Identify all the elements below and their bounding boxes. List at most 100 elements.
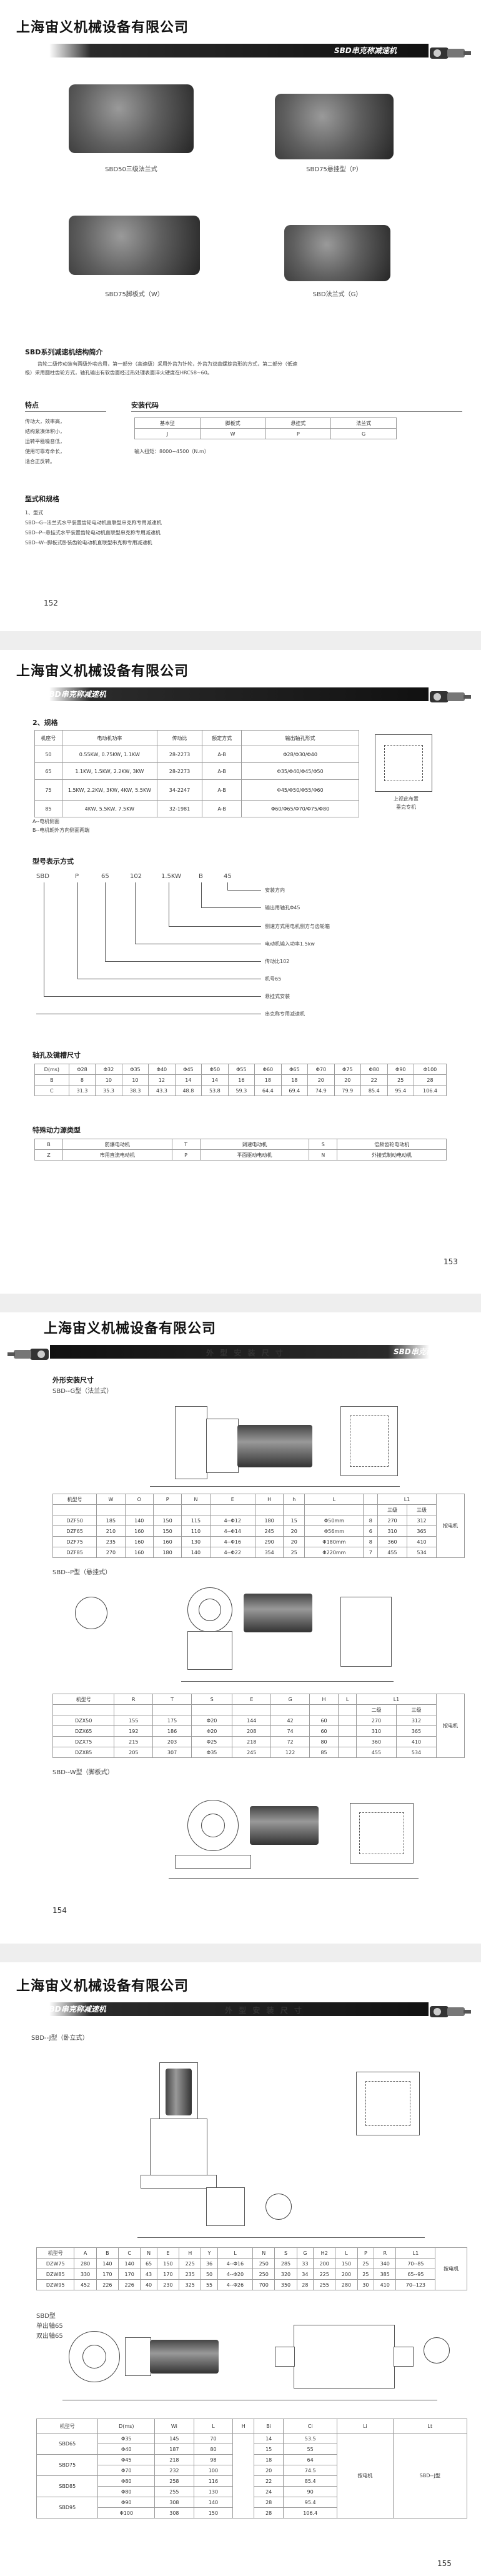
table-cell: S: [309, 1139, 338, 1150]
table-cell: 70: [193, 2433, 234, 2444]
table-cell: 365: [395, 1725, 437, 1737]
motor-drawing: [166, 2069, 192, 2115]
features-text: 适合正反转。: [25, 459, 55, 464]
table-cell: 385: [374, 2269, 397, 2280]
w-label: SBD--W型（脚板式）: [52, 1769, 114, 1776]
table-cell: 98: [193, 2454, 234, 2465]
reducer-photo-sbd50: [69, 84, 194, 153]
table-cell: Φ100: [97, 2507, 156, 2519]
series-title: SBD串克称减速机: [44, 2005, 106, 2014]
table-cell: 0.55KW, 0.75KW, 1.1KW: [61, 746, 157, 763]
table-cell: 150: [193, 2507, 234, 2519]
photo-caption: SBD法兰式（G）: [312, 291, 362, 298]
table-cell: T: [171, 1139, 201, 1150]
table-cell: E: [156, 2247, 180, 2259]
table-cell: 25: [357, 2269, 375, 2280]
table-cell: 280: [335, 2279, 358, 2290]
reducer-logo-icon: [429, 2001, 474, 2021]
table-cell: 340: [374, 2258, 397, 2269]
table-cell: SBD75: [36, 2454, 99, 2476]
table-cell: N: [181, 1494, 211, 1505]
table-cell: 187: [154, 2444, 194, 2455]
table-cell: 33: [296, 2258, 314, 2269]
table-cell: L: [304, 1494, 364, 1505]
table-cell: 226: [118, 2279, 141, 2290]
table-cell: SBD65: [36, 2433, 99, 2455]
table-cell: 170: [118, 2269, 141, 2280]
table-cell: 74.5: [283, 2465, 338, 2476]
table-cell: 30: [357, 2279, 375, 2290]
table-cell: W: [199, 428, 266, 439]
table-cell: 185: [96, 1515, 126, 1526]
table-cell: [363, 1504, 379, 1515]
table-cell: 455: [356, 1747, 397, 1758]
motor-drawing: [244, 1594, 312, 1632]
table-cell: 65: [140, 2258, 157, 2269]
torque-note: 输入扭矩：8000~4500（N.m）: [134, 449, 209, 454]
table-cell: 法兰式: [330, 417, 397, 429]
motor-drawing: [237, 1425, 312, 1467]
table-cell: 4--Φ16: [209, 1536, 255, 1547]
table-cell: DZW85: [36, 2269, 75, 2280]
code-part: B: [199, 873, 203, 880]
table-cell: P: [357, 2247, 375, 2259]
table-cell: 116: [193, 2475, 234, 2487]
table-cell: 160: [152, 1536, 182, 1547]
table-cell: 208: [232, 1725, 272, 1737]
table-cell: 210: [96, 1525, 126, 1537]
table-cell: Φ220mm: [304, 1547, 364, 1558]
table-cell: [270, 1704, 310, 1715]
table-cell: 365: [407, 1525, 437, 1537]
table-cell: H: [232, 2419, 255, 2434]
table-cell: Φ90: [97, 2497, 156, 2508]
table-cell: 145: [154, 2433, 194, 2444]
note-a: A--电机侧面: [32, 819, 60, 824]
table-cell: 230: [156, 2279, 180, 2290]
table-cell: 42: [270, 1715, 310, 1726]
table-cell: G: [296, 2247, 314, 2259]
table-cell: 72: [270, 1736, 310, 1747]
table-cell: Φ20: [191, 1715, 233, 1726]
table-cell: L1: [356, 1694, 437, 1705]
table-cell: DZX65: [52, 1725, 115, 1737]
table-cell: [363, 1494, 379, 1505]
table-cell: 354: [254, 1547, 284, 1558]
table-cell: T: [152, 1694, 192, 1705]
table-cell: 4--Φ16: [217, 2258, 254, 2269]
table-cell: L: [335, 2247, 358, 2259]
install-heading: 安装代码: [131, 401, 159, 409]
table-cell: [191, 1704, 233, 1715]
table-cell: SBD95: [36, 2497, 99, 2519]
table-cell: Φ70: [97, 2465, 156, 2476]
company-name: 上海宙义机械设备有限公司: [16, 664, 189, 679]
table-cell: 4--Φ26: [217, 2279, 254, 2290]
table-cell: 360: [377, 1536, 407, 1547]
table-cell: 14: [201, 1074, 229, 1086]
table-cell: 10: [95, 1074, 122, 1086]
double-label: SBD型: [36, 2313, 56, 2320]
table-cell: 203: [152, 1736, 192, 1747]
table-cell: N: [252, 2247, 275, 2259]
table-cell: 140: [181, 1547, 211, 1558]
table-cell: B: [34, 1074, 69, 1086]
table-cell: 235: [179, 2269, 202, 2280]
table-cell: 1.1KW, 1.5KW, 2.2KW, 3KW: [61, 762, 157, 780]
table-cell: [338, 1747, 357, 1758]
table-cell: 6: [363, 1525, 379, 1537]
table-cell: 18: [254, 1074, 282, 1086]
table-cell: 机型号: [52, 1494, 97, 1505]
table-cell: 226: [96, 2279, 119, 2290]
table-cell: Φ90: [387, 1064, 415, 1075]
table-cell: 28: [254, 2507, 284, 2519]
catalog-page-1: 上海宙义机械设备有限公司 SBD串克称减速机 SBD50三级法兰式 SBD75悬…: [0, 0, 481, 631]
table-cell: 28: [254, 2497, 284, 2508]
table-cell: 122: [270, 1747, 310, 1758]
table-cell: [114, 1704, 154, 1715]
table-cell: Φ50mm: [304, 1515, 364, 1526]
table-cell: 倍频齿轮电动机: [337, 1139, 447, 1150]
table-cell: 140: [193, 2497, 234, 2508]
